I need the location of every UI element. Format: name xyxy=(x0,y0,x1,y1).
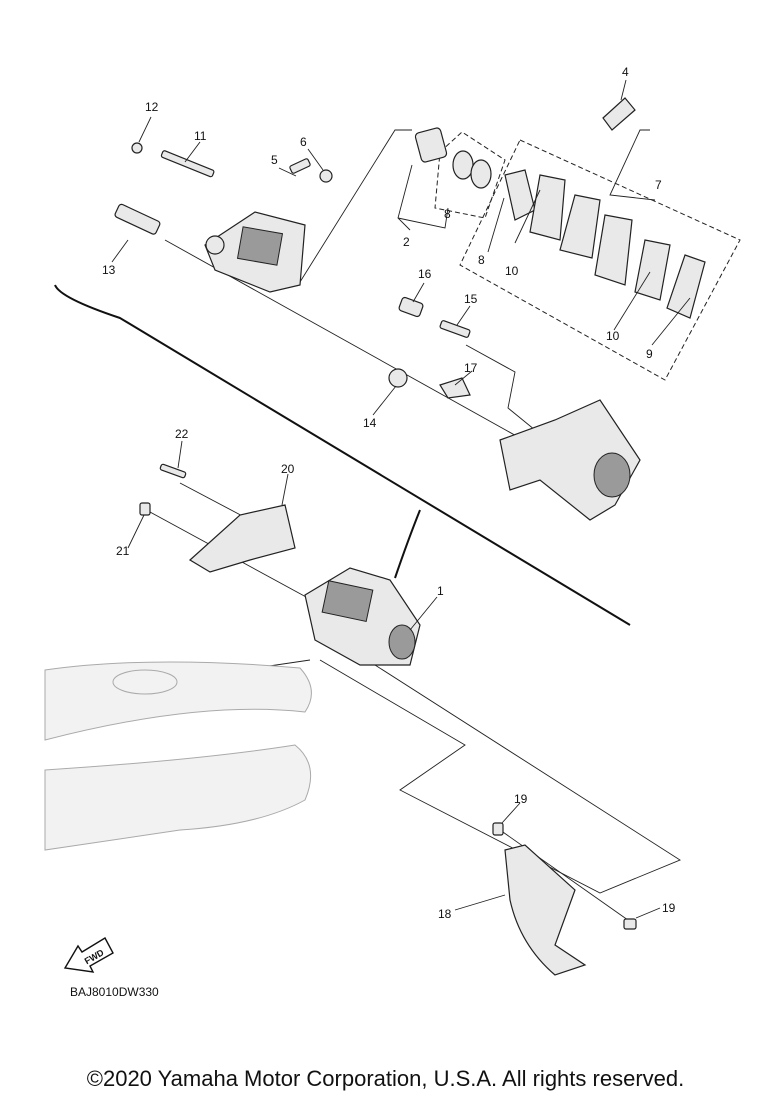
assembly-bracket-stem xyxy=(394,509,421,579)
fwd-arrow-icon: FWD xyxy=(63,937,114,973)
callout-11: 11 xyxy=(194,129,207,143)
bracket-20 xyxy=(188,504,296,573)
diagram-code: BAJ8010DW330 xyxy=(70,985,159,999)
callout-13: 13 xyxy=(102,263,116,277)
swingarm-ghost xyxy=(44,661,312,851)
callout-19-upper: 19 xyxy=(514,792,528,806)
callout-5: 5 xyxy=(271,153,278,167)
callout-7: 7 xyxy=(655,178,662,192)
assembly-bracket-line xyxy=(54,284,631,626)
callout-19-lower: 19 xyxy=(662,901,676,915)
callout-20: 20 xyxy=(281,462,295,476)
copyright-notice: ©2020 Yamaha Motor Corporation, U.S.A. A… xyxy=(86,1066,685,1091)
callout-21: 21 xyxy=(116,544,130,558)
callout-16: 16 xyxy=(418,267,432,281)
small-parts xyxy=(114,97,706,930)
caliper-bracket-exploded xyxy=(499,399,641,521)
callout-2: 2 xyxy=(403,235,410,249)
callout-6: 6 xyxy=(300,135,307,149)
callout-9: 9 xyxy=(646,347,653,361)
callout-22: 22 xyxy=(175,427,189,441)
callout-4: 4 xyxy=(622,65,629,79)
caliper-assembled xyxy=(304,567,421,666)
callout-numbers: 1 2 4 5 6 7 8 8 9 10 10 11 12 13 14 15 1… xyxy=(102,65,676,921)
callout-8-pad: 8 xyxy=(478,253,485,267)
callout-8-seal: 8 xyxy=(444,207,451,221)
callout-17: 17 xyxy=(464,361,478,375)
dashed-groups xyxy=(434,131,741,381)
label-leaders xyxy=(111,79,691,919)
callout-18: 18 xyxy=(438,907,452,921)
callout-10-right: 10 xyxy=(606,329,620,343)
disc-guard-18 xyxy=(504,844,587,976)
callout-10-left: 10 xyxy=(505,264,519,278)
caliper-body-exploded xyxy=(204,211,306,293)
callout-12: 12 xyxy=(145,100,159,114)
parts-diagram: 1 2 4 5 6 7 8 8 9 10 10 11 12 13 14 15 1… xyxy=(44,65,741,999)
callout-14: 14 xyxy=(363,416,377,430)
callout-15: 15 xyxy=(464,292,478,306)
callout-1: 1 xyxy=(437,584,444,598)
